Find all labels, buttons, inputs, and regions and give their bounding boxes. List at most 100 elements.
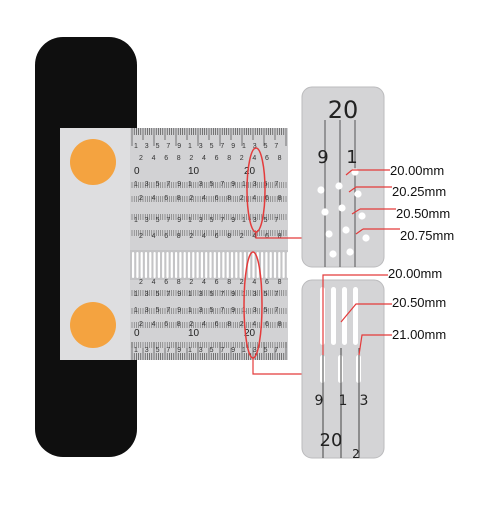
ruler-digit: 5 <box>264 143 268 150</box>
ruler-digit: 3 <box>145 217 149 224</box>
slot <box>179 252 182 278</box>
ruler-digit: 6 <box>215 279 219 286</box>
ruler-digit: 8 <box>177 195 181 202</box>
ruler-digit: 5 <box>210 143 214 150</box>
vernier-hole <box>335 182 343 190</box>
vernier-hole <box>358 212 366 220</box>
ruler-digit: 4 <box>152 233 156 240</box>
orange-dot-top <box>70 139 116 185</box>
vernier-hole <box>321 208 329 216</box>
connector-bottom <box>252 358 302 375</box>
slot <box>183 252 186 278</box>
ruler-digit: 2 <box>240 233 244 240</box>
ruler-digit: 3 <box>199 307 203 314</box>
ruler-digit: 1 <box>134 143 138 150</box>
ruler-digit: 6 <box>215 195 219 202</box>
ruler-digit: 5 <box>210 307 214 314</box>
ruler-digit: 8 <box>177 155 181 162</box>
ruler-digit: 4 <box>252 155 256 162</box>
slot <box>261 252 264 278</box>
ruler-digit: 6 <box>215 155 219 162</box>
ruler-digit: 4 <box>252 321 256 328</box>
ruler-digit: 1 <box>242 217 246 224</box>
ruler-digit: 3 <box>199 143 203 150</box>
ruler-label-10-lower: 10 <box>188 328 200 339</box>
ruler-digit: 7 <box>220 217 224 224</box>
ruler-digit: 9 <box>177 217 181 224</box>
connector-top <box>255 232 302 239</box>
ruler-digit: 3 <box>199 291 203 298</box>
ruler-digit: 9 <box>231 143 235 150</box>
slot <box>213 252 216 278</box>
ruler-digit: 5 <box>156 291 160 298</box>
ruler-digit: 3 <box>199 347 203 354</box>
slot <box>170 252 173 278</box>
ruler-digit: 8 <box>177 279 181 286</box>
ruler-digit: 3 <box>253 143 257 150</box>
ruler-digit: 4 <box>152 195 156 202</box>
slot <box>200 252 203 278</box>
ruler-digit: 5 <box>210 291 214 298</box>
slot <box>149 252 152 278</box>
slot <box>136 252 139 278</box>
ruler-digit: 3 <box>145 143 149 150</box>
slot <box>286 252 289 278</box>
ruler-digit: 4 <box>202 279 206 286</box>
ruler-digit: 2 <box>240 321 244 328</box>
ruler-digit: 8 <box>227 195 231 202</box>
ruler-digit: 6 <box>164 233 168 240</box>
ruler-digit: 9 <box>177 181 181 188</box>
ruler-digit: 2 <box>139 195 143 202</box>
ruler-digit: 7 <box>220 291 224 298</box>
ruler-digit: 3 <box>199 181 203 188</box>
ruler-digit: 2 <box>189 321 193 328</box>
ruler-digit: 9 <box>231 307 235 314</box>
slot <box>132 252 135 278</box>
ruler-digit: 4 <box>152 155 156 162</box>
ruler-digit: 4 <box>202 195 206 202</box>
ruler-digit: 2 <box>139 233 143 240</box>
ruler-digit: 6 <box>164 321 168 328</box>
slot-row <box>132 252 289 278</box>
ruler-digit: 1 <box>242 181 246 188</box>
bottom-zoom-footer: 20 <box>320 430 343 451</box>
ruler-label-0: 0 <box>134 166 140 177</box>
top-callouts: 20.00mm 20.25mm 20.50mm 20.75mm <box>345 163 454 243</box>
ruler-bottom-scale <box>131 342 287 360</box>
ruler-digit: 4 <box>202 233 206 240</box>
ruler-digit: 7 <box>274 181 278 188</box>
ruler-digit: 8 <box>227 155 231 162</box>
ruler-digit: 5 <box>264 307 268 314</box>
ruler-digit: 6 <box>215 321 219 328</box>
ruler-label-10: 10 <box>188 166 200 177</box>
ruler-digit: 5 <box>156 143 160 150</box>
ruler-digit: 7 <box>220 347 224 354</box>
ruler-digit: 7 <box>166 291 170 298</box>
ruler-digit: 3 <box>253 291 257 298</box>
bottom-zoom-panel: 9 1 3 20 2 <box>301 279 385 461</box>
ruler-digit: 7 <box>274 307 278 314</box>
ruler-digit: 9 <box>231 217 235 224</box>
slot <box>235 252 238 278</box>
callout-bottom-21-00: 21.00mm <box>392 327 446 342</box>
vernier-hole <box>317 186 325 194</box>
slot <box>252 252 255 278</box>
ruler-digit: 7 <box>274 347 278 354</box>
ruler-digit: 9 <box>177 291 181 298</box>
slot <box>226 252 229 278</box>
ruler-digit: 7 <box>274 217 278 224</box>
ruler-digit: 6 <box>265 195 269 202</box>
ruler-digit: 7 <box>220 181 224 188</box>
vernier-hole <box>354 190 362 198</box>
bottom-zoom-label-1: 1 <box>339 393 348 409</box>
ruler-digit: 1 <box>188 307 192 314</box>
ruler-digit: 6 <box>215 233 219 240</box>
ruler-digit: 6 <box>265 321 269 328</box>
ruler-digit: 5 <box>264 217 268 224</box>
slot <box>192 252 195 278</box>
slot <box>269 252 272 278</box>
ruler-top-scale <box>131 128 287 348</box>
orange-dot-bottom <box>70 302 116 348</box>
ruler-digit: 8 <box>278 155 282 162</box>
